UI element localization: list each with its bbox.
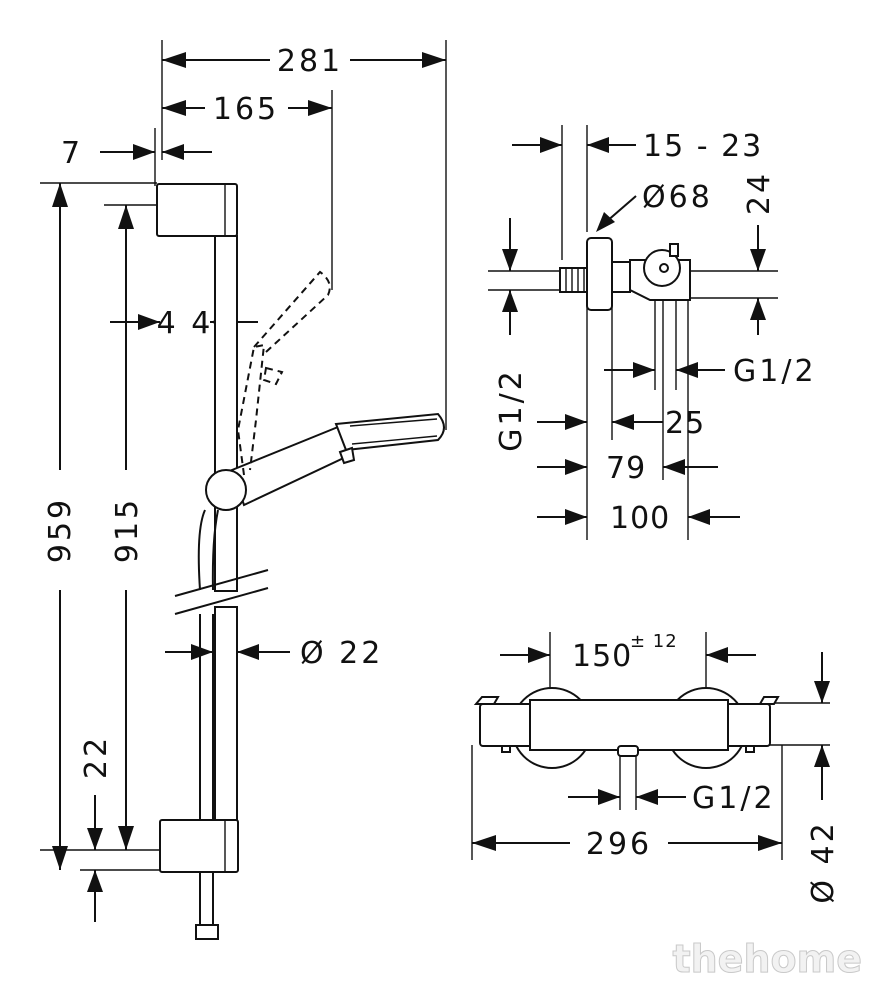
dim-overall-width: 281 [277,44,343,79]
dim-wall-offset: 7 [61,136,83,171]
dim-thermostat-thread: G1/2 [692,781,776,816]
dim-total-height: 959 [43,497,78,563]
dim-inlet-thread: G1/2 [494,368,529,452]
dim-escutcheon-diameter: Ø68 [642,180,713,215]
dim-thermostat-length: 296 [586,827,652,862]
dim-25: 25 [665,406,705,441]
dim-bar-height: 915 [110,497,145,563]
dim-thread-depth: 15 - 23 [643,129,763,164]
dim-body-diameter: Ø 42 [806,820,841,903]
dim-79: 79 [606,451,646,486]
wall-connection-view [488,125,778,540]
dim-bar-offset: 4 4 [157,306,214,341]
dim-outlet-thread: G1/2 [733,354,817,389]
dim-bar-diameter: Ø 22 [300,636,383,671]
watermark: thehome [672,937,862,981]
dim-handshower-width: 165 [213,92,279,127]
shower-set-view [40,40,447,940]
dim-center-tolerance: ± 12 [630,631,678,652]
dim-center-distance: 150 [572,639,632,674]
dim-height-offset: 24 [742,171,777,215]
thermostat-view [471,632,830,860]
dim-bottom-offset: 22 [79,735,114,779]
dim-100: 100 [610,501,670,536]
